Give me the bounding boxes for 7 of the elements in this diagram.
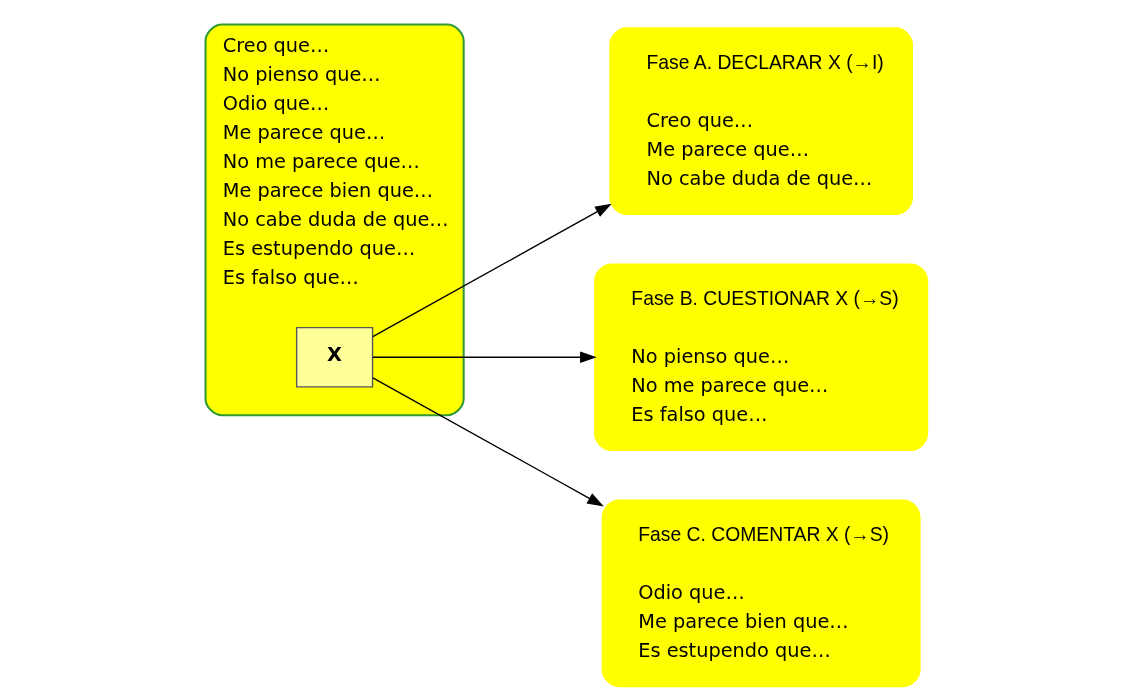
arrow	[371, 351, 597, 364]
node-box: Fase B. CUESTIONAR X (→S) No pienso que… No me parece que… Es falso que…	[593, 263, 928, 452]
node-box: Fase C. COMENTAR X (→S) Odio que… Me parece bien que… Es estupendo que…	[601, 499, 921, 688]
arrow	[371, 203, 612, 338]
node-box: X	[295, 326, 373, 388]
node-box: Fase A. DECLARAR X (→I) Creo que… Me parece que… No cabe duda de que…	[608, 27, 913, 216]
arrow	[371, 377, 604, 507]
